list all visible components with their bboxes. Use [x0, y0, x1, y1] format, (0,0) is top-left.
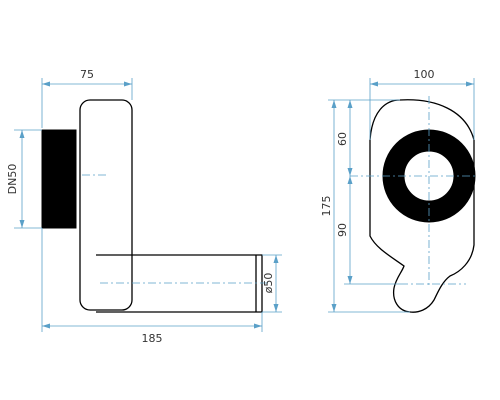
- front-view-body-outline: [369, 99, 475, 313]
- dim-dn50-arrow-bottom: [19, 220, 25, 228]
- dim-75-label: 75: [80, 68, 94, 81]
- side-view-inlet-gasket: [41, 129, 77, 229]
- side-view-vertical-body: [79, 99, 133, 311]
- dim-o50-arrow-bottom: [273, 304, 279, 312]
- side-view-outlet-pipe: [96, 254, 263, 313]
- dim-60-arrow-bottom: [347, 168, 353, 176]
- dim-o50-label: ø50: [262, 273, 275, 294]
- dim-75-arrow-left: [42, 81, 50, 87]
- dim-90-arrow-top: [347, 176, 353, 184]
- dim-100-arrow-right: [466, 81, 474, 87]
- dim-90-label: 90: [336, 223, 349, 237]
- dim-90-arrow-bottom: [347, 276, 353, 284]
- dim-175-arrow-top: [331, 100, 337, 108]
- dim-175-arrow-bottom: [331, 304, 337, 312]
- dim-185-arrow-left: [42, 323, 50, 329]
- dim-60-label: 60: [336, 132, 349, 146]
- dim-100-arrow-left: [370, 81, 378, 87]
- dim-75-arrow-right: [124, 81, 132, 87]
- front-view: 100 60 90 175: [320, 68, 478, 313]
- dim-dn50-arrow-top: [19, 130, 25, 138]
- side-view: 75 DN50 ø50 185: [6, 68, 282, 345]
- dim-100-label: 100: [414, 68, 435, 81]
- dim-185-label: 185: [142, 332, 163, 345]
- dim-dn50-label: DN50: [6, 164, 19, 195]
- dim-175-label: 175: [320, 196, 333, 217]
- dim-185-arrow-right: [254, 323, 262, 329]
- dim-o50-arrow-top: [273, 255, 279, 263]
- dim-60-arrow-top: [347, 100, 353, 108]
